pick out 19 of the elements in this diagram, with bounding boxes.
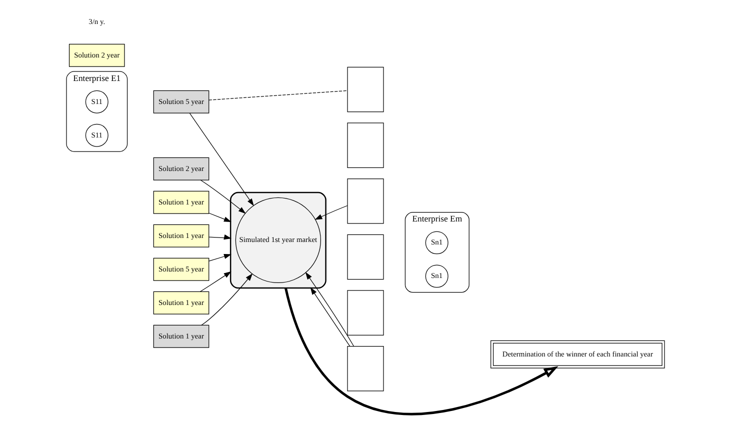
node-box xyxy=(346,122,384,168)
arrow xyxy=(208,234,231,240)
arrow xyxy=(188,112,254,206)
arrow xyxy=(200,273,252,326)
node-box xyxy=(346,66,384,112)
arrow xyxy=(208,254,231,262)
node-box xyxy=(346,234,384,280)
connector xyxy=(208,90,348,100)
arrow xyxy=(310,287,350,346)
arrow xyxy=(284,288,558,416)
arrow xyxy=(208,212,231,222)
node-box xyxy=(346,290,384,336)
arrow xyxy=(200,180,246,214)
cluster xyxy=(229,192,326,289)
arrow xyxy=(304,272,354,347)
arrow xyxy=(199,271,231,292)
arrow xyxy=(314,205,348,220)
node-box xyxy=(346,178,384,224)
node-box xyxy=(346,346,384,392)
